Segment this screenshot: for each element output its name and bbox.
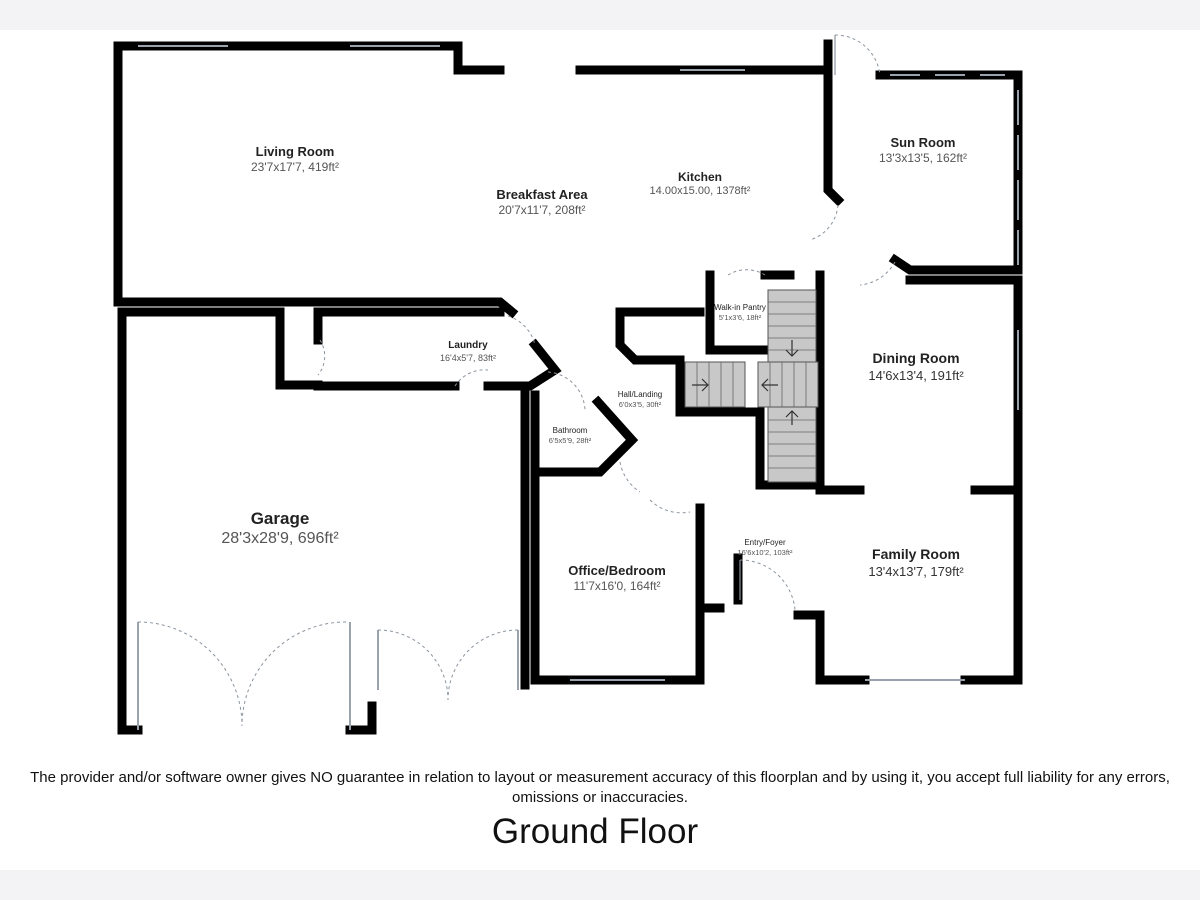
laundry-angle-wall — [483, 338, 562, 391]
room-label-sun-room: Sun Room 13'3x13'5, 162ft² — [879, 135, 967, 166]
room-size: 6'0x3'5, 30ft² — [618, 400, 662, 409]
bathroom-walls — [530, 390, 639, 477]
room-size: 28'3x28'9, 696ft² — [221, 530, 339, 548]
room-size: 14.00x15.00, 1378ft² — [649, 185, 751, 197]
room-size: 16'6x10'2, 103ft² — [737, 548, 793, 557]
family-room-south-west — [793, 610, 870, 685]
room-name: Family Room — [872, 546, 960, 562]
room-label-family-room: Family Room 13'4x13'7, 179ft² — [868, 546, 963, 580]
garage-south-wall — [345, 701, 377, 735]
pantry-walls — [705, 270, 770, 355]
room-size: 11'7x16'0, 164ft² — [573, 579, 661, 594]
room-name: Living Room — [255, 144, 335, 159]
room-label-kitchen: Kitchen 14.00x15.00, 1378ft² — [650, 170, 751, 199]
kitchen-north-wall — [575, 39, 833, 75]
room-size: 14'6x13'4, 191ft² — [868, 367, 964, 383]
room-size: 13'4x13'7, 179ft² — [868, 563, 964, 579]
room-size: 20'7x11'7, 208ft² — [498, 203, 586, 218]
stair-arrow-left-icon — [761, 378, 778, 392]
room-name: Sun Room — [890, 135, 956, 150]
room-name: Breakfast Area — [496, 187, 588, 202]
room-label-bathroom: Bathroom 6'5x5'9, 28ft² — [549, 426, 591, 445]
room-label-entry-foyer: Entry/Foyer 16'6x10'2, 103ft² — [738, 538, 793, 557]
room-size: 23'7x17'7, 419ft² — [251, 160, 339, 175]
laundry-closet — [275, 307, 323, 390]
room-size: 13'3x13'5, 162ft² — [879, 151, 967, 166]
room-name: Hall/Landing — [617, 390, 663, 399]
room-name: Walk-in Pantry — [714, 303, 766, 312]
floor-title: Ground Floor — [491, 812, 699, 851]
room-name: Laundry — [448, 340, 488, 351]
living-garage-divider — [113, 297, 519, 319]
room-label-laundry: Laundry 16'4x5'7, 83ft² — [440, 340, 496, 364]
room-label-garage: Garage 28'3x28'9, 696ft² — [221, 508, 338, 549]
dining-family-east-wall — [905, 275, 1023, 685]
hall-walls — [615, 307, 825, 490]
disclaimer-text: The provider and/or software owner gives… — [30, 769, 1170, 806]
walls — [113, 39, 1023, 735]
room-name: Garage — [250, 509, 310, 528]
room-label-hall-landing: Hall/Landing 6'0x3'5, 30ft² — [618, 390, 662, 409]
room-name: Dining Room — [872, 350, 960, 366]
stair-arrow-down-icon — [785, 340, 799, 357]
floorplan-drawing — [113, 34, 1023, 735]
floorplan-sheet: Living Room 23'7x17'7, 419ft² Breakfast … — [0, 30, 1200, 870]
room-label-living-room: Living Room 23'7x17'7, 419ft² — [251, 144, 339, 175]
windows — [137, 45, 1019, 730]
room-label-walk-in-pantry: Walk-in Pantry 5'1x3'6, 18ft² — [714, 303, 766, 322]
room-name: Office/Bedroom — [568, 563, 666, 578]
garage-west-wall — [117, 307, 143, 735]
room-label-office-bedroom: Office/Bedroom 11'7x16'0, 164ft² — [568, 563, 666, 594]
room-label-breakfast-area: Breakfast Area 20'7x11'7, 208ft² — [496, 187, 587, 218]
room-size: 5'1x3'6, 18ft² — [718, 313, 762, 322]
doors — [137, 34, 896, 727]
stair-arrow-up-icon — [785, 410, 799, 425]
room-name: Kitchen — [677, 170, 723, 184]
stairs — [684, 289, 819, 483]
sun-room-west-wall-upper — [823, 65, 845, 207]
sun-room-walls — [875, 70, 1023, 275]
room-label-dining-room: Dining Room 14'6x13'4, 191ft² — [868, 350, 963, 384]
living-room-wall — [113, 41, 505, 307]
room-size: 16'4x5'7, 83ft² — [440, 352, 496, 363]
room-name: Entry/Foyer — [744, 538, 786, 547]
stair-arrow-right-icon — [692, 378, 709, 392]
room-name: Bathroom — [552, 426, 588, 435]
room-size: 6'5x5'9, 28ft² — [548, 436, 592, 445]
